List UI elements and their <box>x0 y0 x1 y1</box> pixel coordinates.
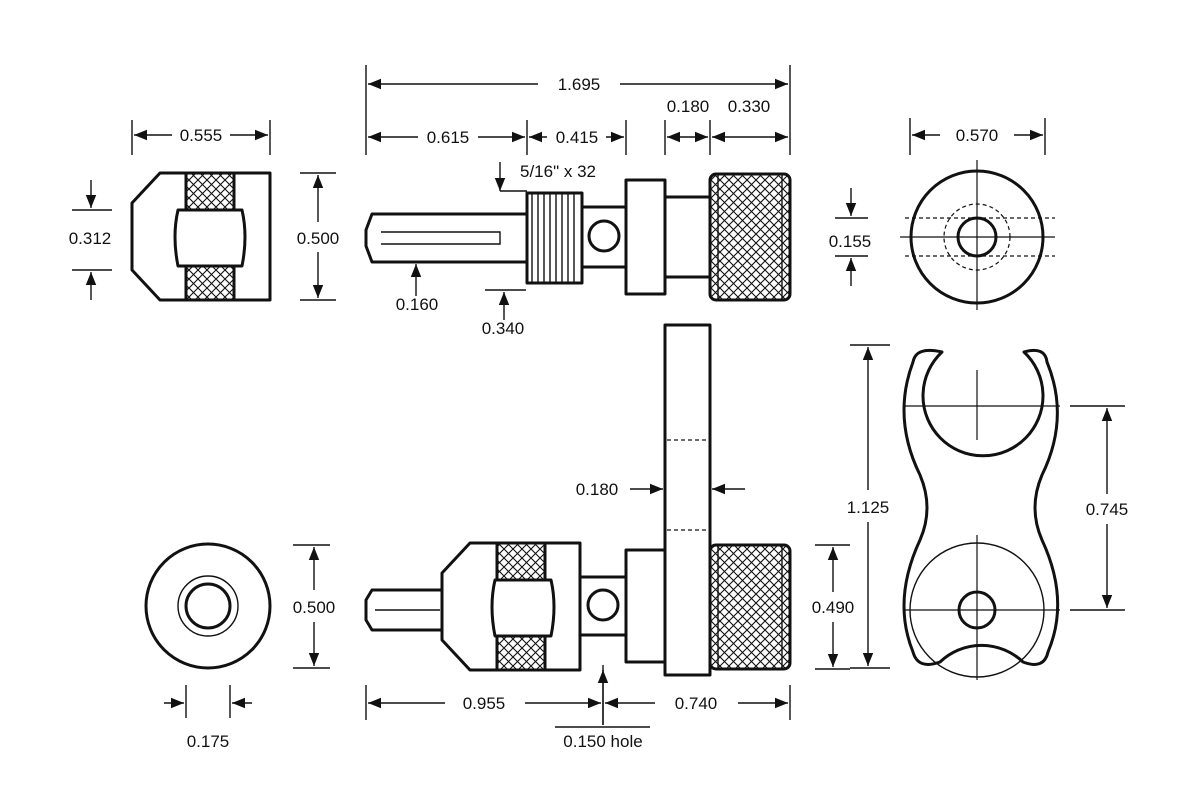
label-jaw-spacing: 0.745 <box>1086 500 1129 519</box>
label-body-length: 0.955 <box>463 694 506 713</box>
thread-lines <box>531 193 575 283</box>
label-end-bore: 0.175 <box>187 732 230 751</box>
label-chuck-dia: 0.500 <box>297 229 340 248</box>
label-knob-length: 0.740 <box>675 694 718 713</box>
chuck-side-view: 0.555 0.312 0.500 <box>69 120 340 302</box>
label-slot-width: 0.160 <box>396 295 439 314</box>
wrench-plan-view: 1.125 0.745 <box>847 344 1129 680</box>
label-thread-spec: 5/16" x 32 <box>520 162 596 181</box>
label-hole-spec: 0.150 hole <box>563 732 642 751</box>
label-overall-length: 1.695 <box>558 75 601 94</box>
label-collar-width: 0.180 <box>667 97 710 116</box>
label-wrench-thickness: 0.180 <box>576 480 619 499</box>
label-wrench-length: 1.125 <box>847 498 890 517</box>
arbor-end-view: 0.500 0.175 <box>144 542 336 751</box>
label-knurl-width: 0.330 <box>728 97 771 116</box>
label-chuck-flat: 0.312 <box>69 229 112 248</box>
assembly-with-wrench: 0.180 0.955 0.740 0.150 hole 0.490 <box>364 323 855 751</box>
label-flange-dia: 0.570 <box>956 126 999 145</box>
label-thread-length: 0.415 <box>556 128 599 147</box>
label-knob-dia: 0.490 <box>812 598 855 617</box>
label-shank-length: 0.615 <box>427 128 470 147</box>
flange-end-view: 0.570 0.155 <box>829 118 1055 310</box>
label-chuck-length: 0.555 <box>180 126 223 145</box>
arbor-assembly: 1.695 0.615 0.415 0.180 0.330 5/16" x 32… <box>364 65 792 338</box>
label-thread-root: 0.340 <box>482 319 525 338</box>
label-bore-dia: 0.155 <box>829 232 872 251</box>
label-end-dia: 0.500 <box>293 598 336 617</box>
